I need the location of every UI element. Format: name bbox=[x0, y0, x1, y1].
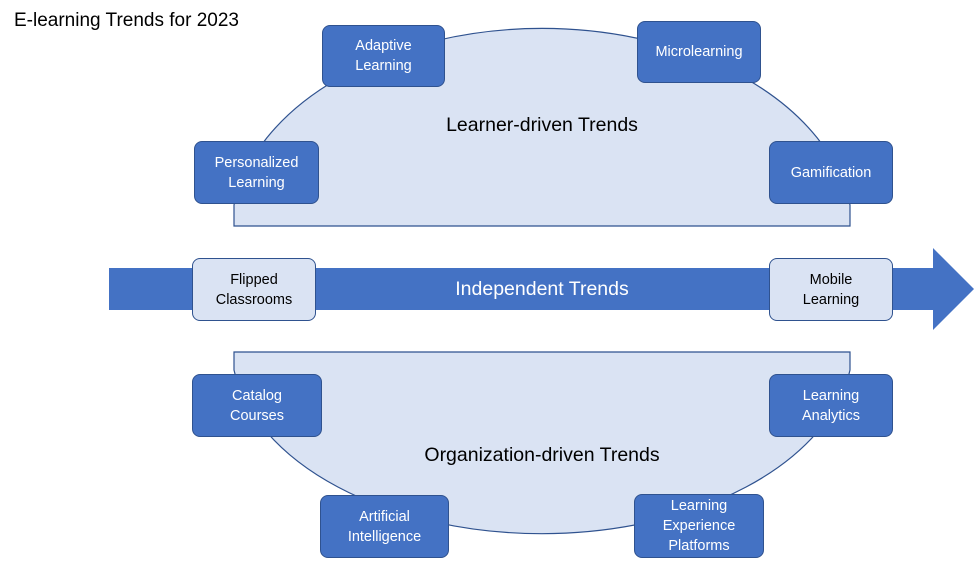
learner-trends-label: Learner-driven Trends bbox=[446, 114, 638, 136]
organization-trends-label: Organization-driven Trends bbox=[424, 444, 660, 466]
learning-experience-platforms-box: Learning Experience Platforms bbox=[634, 494, 764, 558]
independent-trends-label: Independent Trends bbox=[455, 278, 629, 300]
artificial-intelligence-box: Artificial Intelligence bbox=[320, 495, 449, 558]
learning-analytics-box: Learning Analytics bbox=[769, 374, 893, 437]
mobile-learning-box: Mobile Learning bbox=[769, 258, 893, 321]
catalog-courses-box: Catalog Courses bbox=[192, 374, 322, 437]
adaptive-learning-box: Adaptive Learning bbox=[322, 25, 445, 87]
microlearning-box: Microlearning bbox=[637, 21, 761, 83]
page-title: E-learning Trends for 2023 bbox=[14, 10, 239, 31]
personalized-learning-box: Personalized Learning bbox=[194, 141, 319, 204]
organization-trends-shape bbox=[233, 351, 851, 535]
gamification-box: Gamification bbox=[769, 141, 893, 204]
independent-trends-arrow bbox=[109, 248, 974, 330]
flipped-classrooms-box: Flipped Classrooms bbox=[192, 258, 316, 321]
